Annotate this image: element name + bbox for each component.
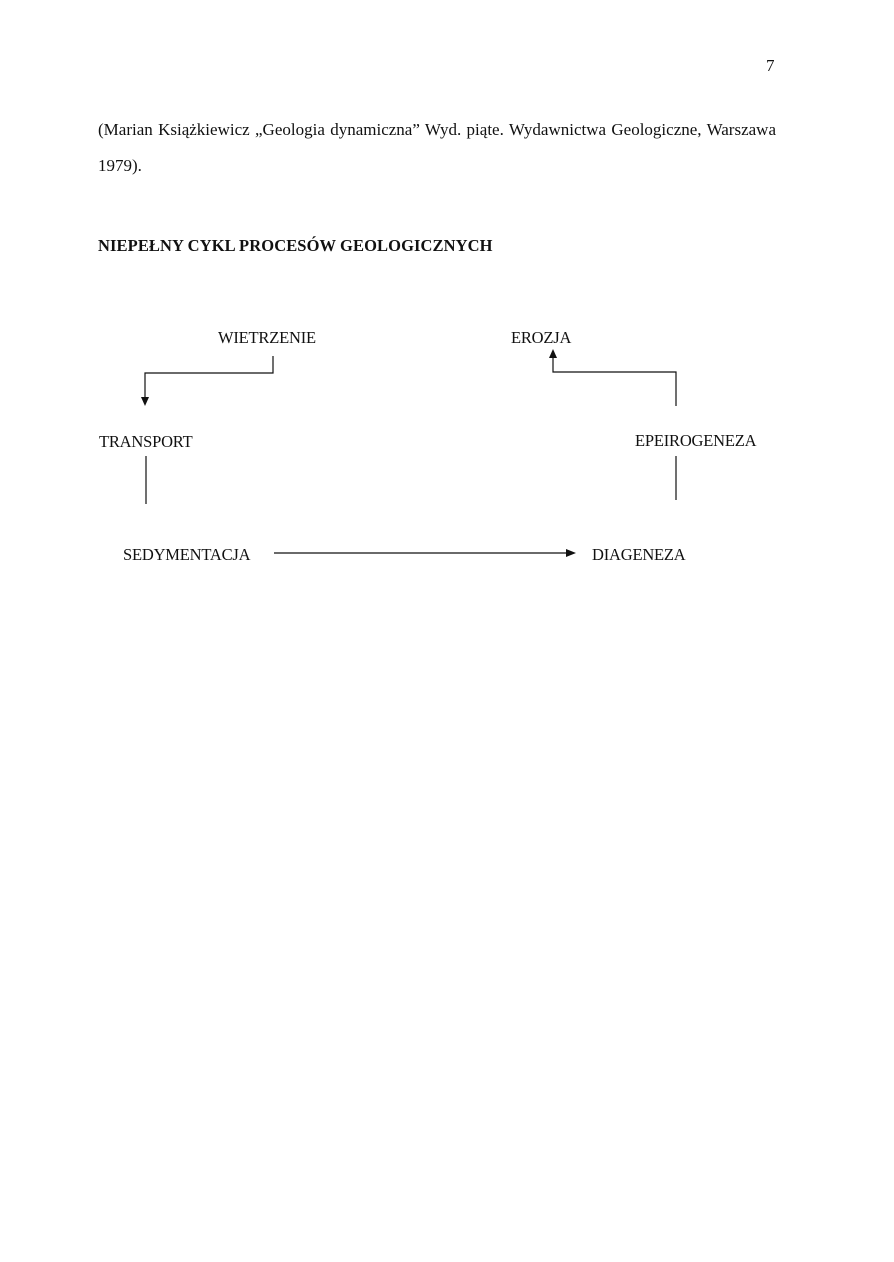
node-diageneza: DIAGENEZA (592, 545, 686, 564)
edge-sedymentacja-diageneza (274, 549, 576, 557)
node-wietrzenie: WIETRZENIE (218, 328, 316, 347)
section-heading: NIEPEŁNY CYKL PROCESÓW GEOLOGICZNYCH (98, 236, 493, 255)
citation-paragraph: (Marian Książkiewicz „Geologia dynamiczn… (98, 120, 776, 175)
node-epeirogeneza: EPEIROGENEZA (635, 431, 757, 450)
node-erozja: EROZJA (511, 328, 572, 347)
arrowhead-right (566, 549, 576, 557)
edge-wietrzenie-transport (141, 356, 274, 406)
edge-epeirogeneza-erozja (549, 349, 677, 406)
node-transport: TRANSPORT (99, 432, 193, 451)
page-number: 7 (766, 56, 775, 75)
node-sedymentacja: SEDYMENTACJA (123, 545, 251, 564)
arrowhead-up (549, 349, 557, 358)
arrowhead-down (141, 397, 149, 406)
